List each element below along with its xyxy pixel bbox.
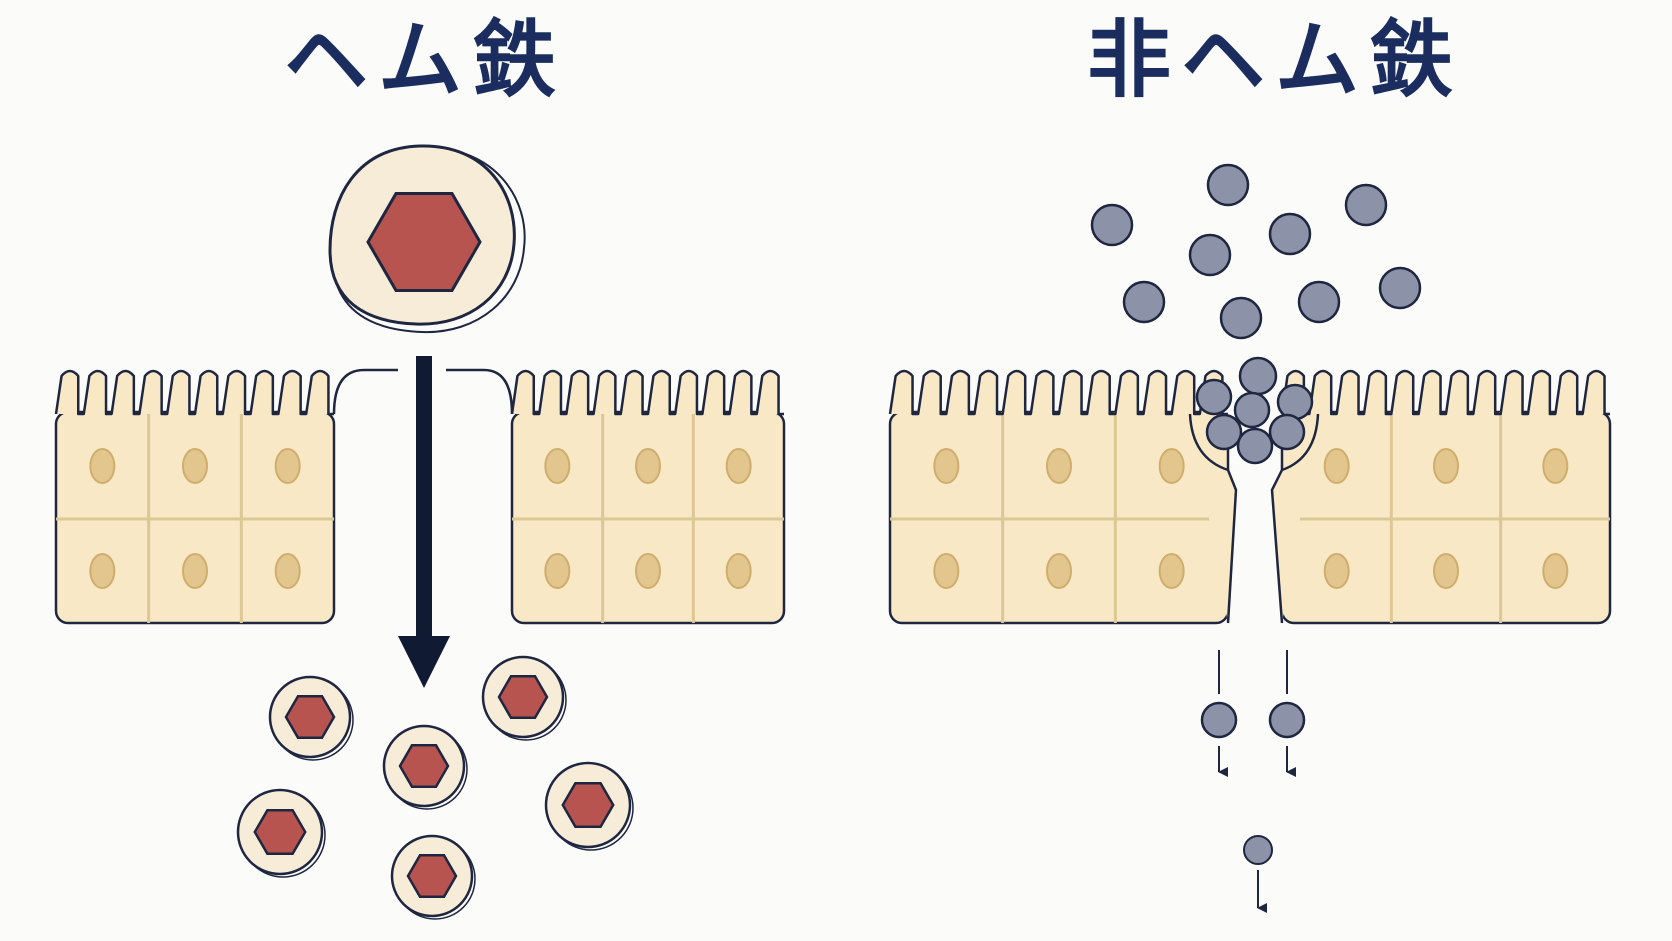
cell-nucleus: [635, 448, 661, 484]
heme-left-epithelium-microvilli: [54, 369, 334, 416]
cell-nucleus: [1046, 553, 1072, 589]
hexagon-in-capsule-icon: [284, 694, 336, 740]
cell-nucleus: [933, 448, 960, 484]
cell-nucleus: [1323, 448, 1350, 484]
hexagon-in-capsule-icon: [253, 808, 307, 856]
cell-nucleus: [635, 553, 661, 589]
cell-nucleus: [274, 448, 301, 484]
iron-ion-circle-icon: [1188, 233, 1232, 277]
iron-ion-circle-icon: [1219, 296, 1263, 340]
iron-ion-circle-icon: [1206, 163, 1250, 207]
iron-ion-circle-icon: [1268, 701, 1306, 739]
cell-nucleus: [182, 553, 208, 589]
cell-nucleus: [544, 553, 571, 589]
iron-ion-circle-icon: [1236, 427, 1274, 465]
hexagon-in-capsule-icon: [561, 781, 615, 829]
cell-nucleus: [933, 553, 960, 589]
cell-nucleus: [725, 448, 752, 484]
iron-ion-circle-icon: [1200, 701, 1238, 739]
iron-ion-circle-icon: [1378, 266, 1422, 310]
heme-channel-edge-left: [332, 368, 398, 415]
cell-nucleus: [89, 553, 116, 589]
hexagon-in-capsule-icon: [497, 674, 549, 720]
arrow-down-icon-head: [398, 636, 450, 688]
nonheme-iron-title: 非ヘム鉄: [1086, 11, 1464, 109]
cell-nucleus: [1158, 553, 1185, 589]
heme-iron-title: ヘム鉄: [283, 11, 567, 109]
hexagon-in-capsule-icon: [398, 743, 450, 789]
cell-nucleus: [89, 448, 116, 484]
cell-nucleus: [1433, 553, 1459, 589]
cell-nucleus: [1158, 448, 1185, 484]
iron-ion-circle-icon: [1276, 383, 1314, 421]
iron-ion-circle-icon: [1090, 203, 1134, 247]
iron-ion-circle-icon: [1268, 212, 1312, 256]
cell-nucleus: [1046, 448, 1072, 484]
iron-ion-circle-icon: [1122, 280, 1166, 324]
iron-ion-circle-icon: [1344, 183, 1388, 227]
nonheme-pore-left: [1188, 413, 1238, 624]
hexagon-in-capsule-icon: [406, 853, 458, 899]
nonheme-pore-right: [1270, 413, 1320, 624]
nonheme-right-epithelium-microvilli: [1280, 369, 1610, 416]
iron-ion-circle-icon: [1297, 280, 1341, 324]
heme-right-epithelium-microvilli: [510, 369, 784, 416]
cell-nucleus: [1542, 553, 1569, 589]
iron-ion-circle-icon: [1268, 413, 1306, 451]
iron-ion-circle-icon: [1243, 835, 1273, 865]
iron-ion-circle-icon: [1233, 391, 1271, 429]
iron-ion-circle-icon: [1238, 356, 1278, 396]
cell-nucleus: [544, 448, 571, 484]
cell-nucleus: [274, 553, 301, 589]
hexagon-heme-icon: [366, 192, 482, 292]
cell-nucleus: [1323, 553, 1350, 589]
cell-nucleus: [1542, 448, 1569, 484]
iron-ion-circle-icon: [1195, 378, 1233, 416]
cell-nucleus: [182, 448, 208, 484]
cell-nucleus: [1433, 448, 1459, 484]
cell-nucleus: [725, 553, 752, 589]
arrow-down-icon-shaft: [416, 356, 432, 640]
heme-channel-edge-right: [446, 368, 514, 415]
iron-ion-circle-icon: [1205, 413, 1243, 451]
nonheme-left-epithelium-microvilli: [888, 369, 1228, 416]
